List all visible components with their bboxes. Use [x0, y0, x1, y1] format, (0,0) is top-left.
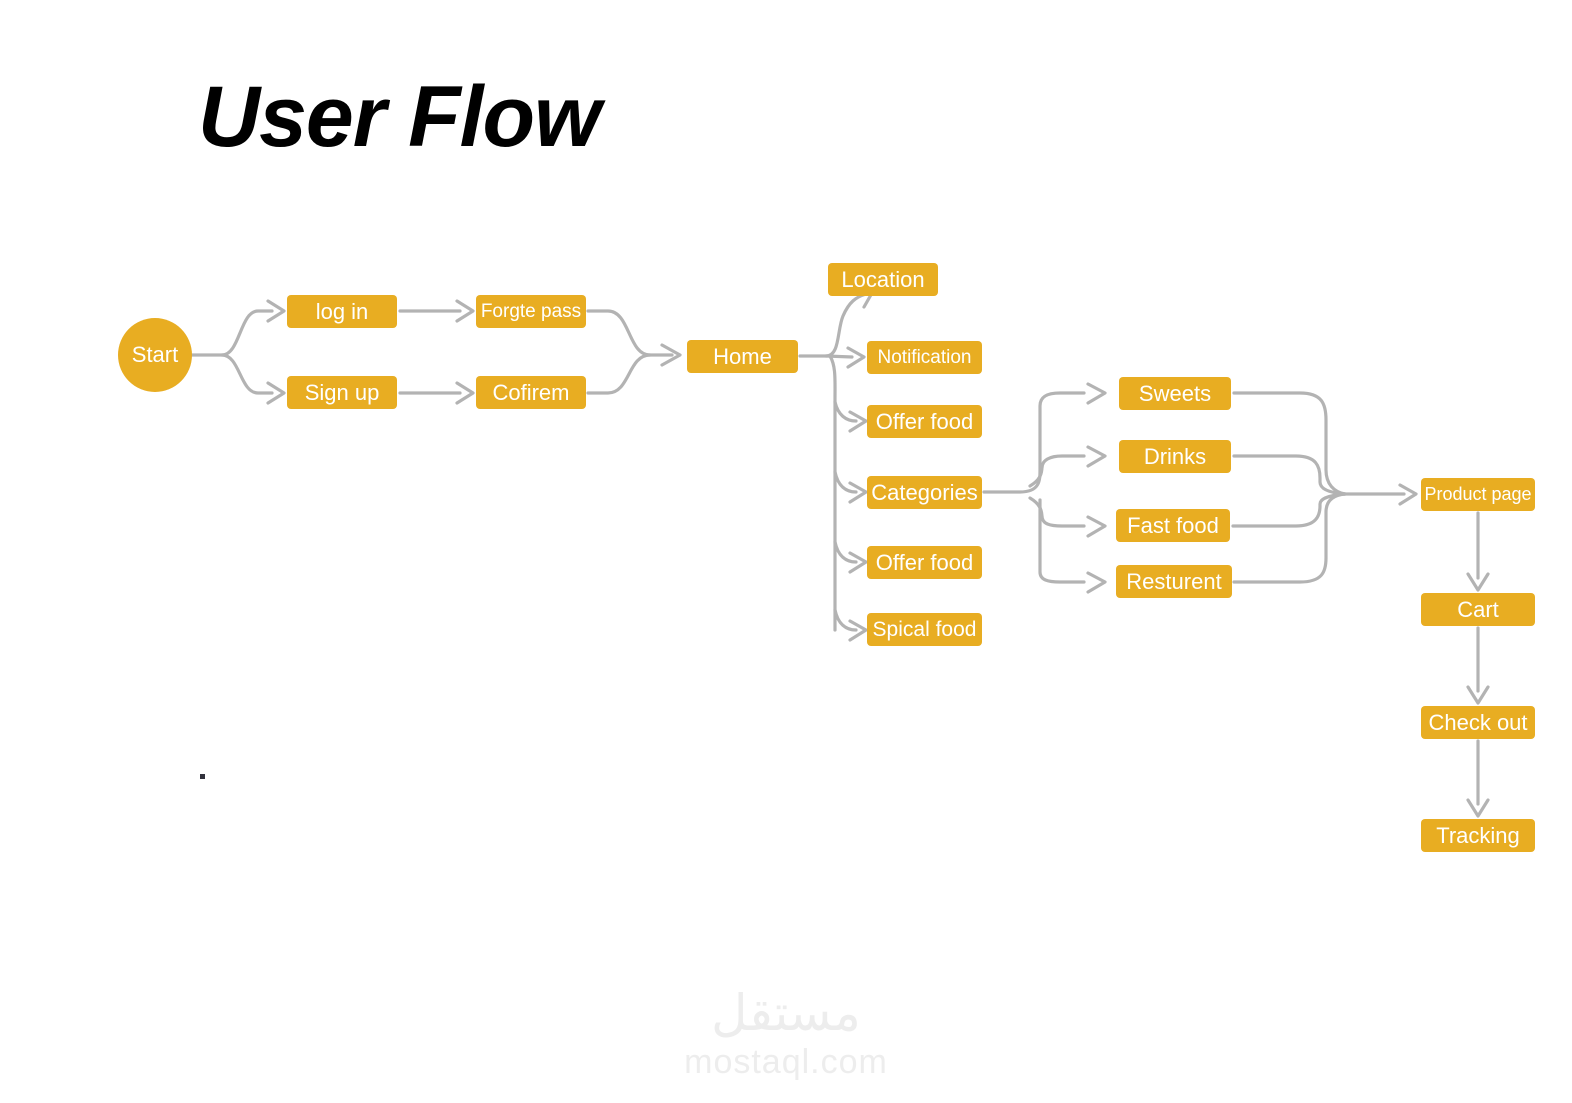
- arrowhead-sweets: [1086, 382, 1107, 405]
- edge-home-categories: [833, 470, 858, 494]
- page-title: User Flow: [198, 69, 601, 165]
- node-fast-food[interactable]: Fast food: [1116, 509, 1230, 542]
- edge-drinks-merge: [1232, 454, 1347, 496]
- edge-categories-drinks: [1028, 454, 1086, 488]
- arrowhead-home: [660, 343, 682, 367]
- node-cofirem[interactable]: Cofirem: [476, 376, 586, 409]
- arrowhead-forgetpass: [455, 299, 475, 323]
- arrowhead-login: [266, 299, 286, 323]
- arrowhead-productpage: [1398, 483, 1418, 506]
- edge-categories-fastfood: [1028, 496, 1086, 528]
- node-tracking[interactable]: Tracking: [1421, 819, 1535, 852]
- node-resturent[interactable]: Resturent: [1116, 565, 1232, 598]
- edge-home-offerfood2: [833, 540, 858, 564]
- node-sign-up[interactable]: Sign up: [287, 376, 397, 409]
- arrowhead-tracking: [1466, 798, 1490, 818]
- edge-confirm-home: [586, 353, 652, 395]
- arrowhead-fastfood: [1086, 515, 1107, 538]
- edge-sweets-merge: [1232, 391, 1347, 496]
- node-cart[interactable]: Cart: [1421, 593, 1535, 626]
- edge-categories-resturent: [1038, 498, 1086, 584]
- edge-forgetpass-home: [586, 309, 674, 357]
- edge-fastfood-merge: [1231, 492, 1347, 528]
- arrowhead-notification: [846, 346, 866, 369]
- edge-home-trunk: [828, 354, 837, 632]
- watermark-arabic: مستقل: [711, 984, 861, 1042]
- stray-dot-marker: [200, 774, 205, 779]
- edge-start-split: [190, 309, 274, 357]
- arrowhead-offerfood1: [848, 410, 868, 433]
- arrowhead-spicalfood: [848, 619, 868, 642]
- edge-home-location: [798, 292, 868, 358]
- arrowhead-resturent: [1086, 571, 1107, 594]
- arrowhead-cart: [1466, 572, 1490, 592]
- watermark: مستقل mostaql.com: [0, 985, 1572, 1081]
- node-home[interactable]: Home: [687, 340, 798, 373]
- node-sweets[interactable]: Sweets: [1119, 377, 1231, 410]
- arrowhead-confirm: [455, 381, 475, 405]
- edge-resturent-merge: [1232, 492, 1347, 584]
- edge-home-spicalfood: [833, 608, 858, 632]
- node-offer-food-2[interactable]: Offer food: [867, 546, 982, 579]
- edge-home-notification: [824, 354, 854, 359]
- watermark-latin: mostaql.com: [684, 1043, 888, 1081]
- edge-start-signup: [220, 353, 274, 395]
- edge-categories-split: [982, 391, 1086, 494]
- arrowhead-categories: [848, 481, 868, 504]
- arrowhead-checkout: [1466, 685, 1490, 705]
- node-product-page[interactable]: Product page: [1421, 478, 1535, 511]
- node-categories[interactable]: Categories: [867, 476, 982, 509]
- arrowhead-drinks: [1086, 445, 1107, 468]
- node-location[interactable]: Location: [828, 263, 938, 296]
- node-notification[interactable]: Notification: [867, 341, 982, 374]
- node-spical-food[interactable]: Spical food: [867, 613, 982, 646]
- edge-home-offerfood1: [833, 400, 858, 423]
- node-check-out[interactable]: Check out: [1421, 706, 1535, 739]
- node-offer-food-1[interactable]: Offer food: [867, 405, 982, 438]
- arrowhead-signup: [266, 381, 286, 405]
- node-log-in[interactable]: log in: [287, 295, 397, 328]
- arrowhead-offerfood2: [848, 551, 868, 574]
- node-forgte-pass[interactable]: Forgte pass: [476, 295, 586, 328]
- node-start[interactable]: Start: [118, 318, 192, 392]
- node-drinks[interactable]: Drinks: [1119, 440, 1231, 473]
